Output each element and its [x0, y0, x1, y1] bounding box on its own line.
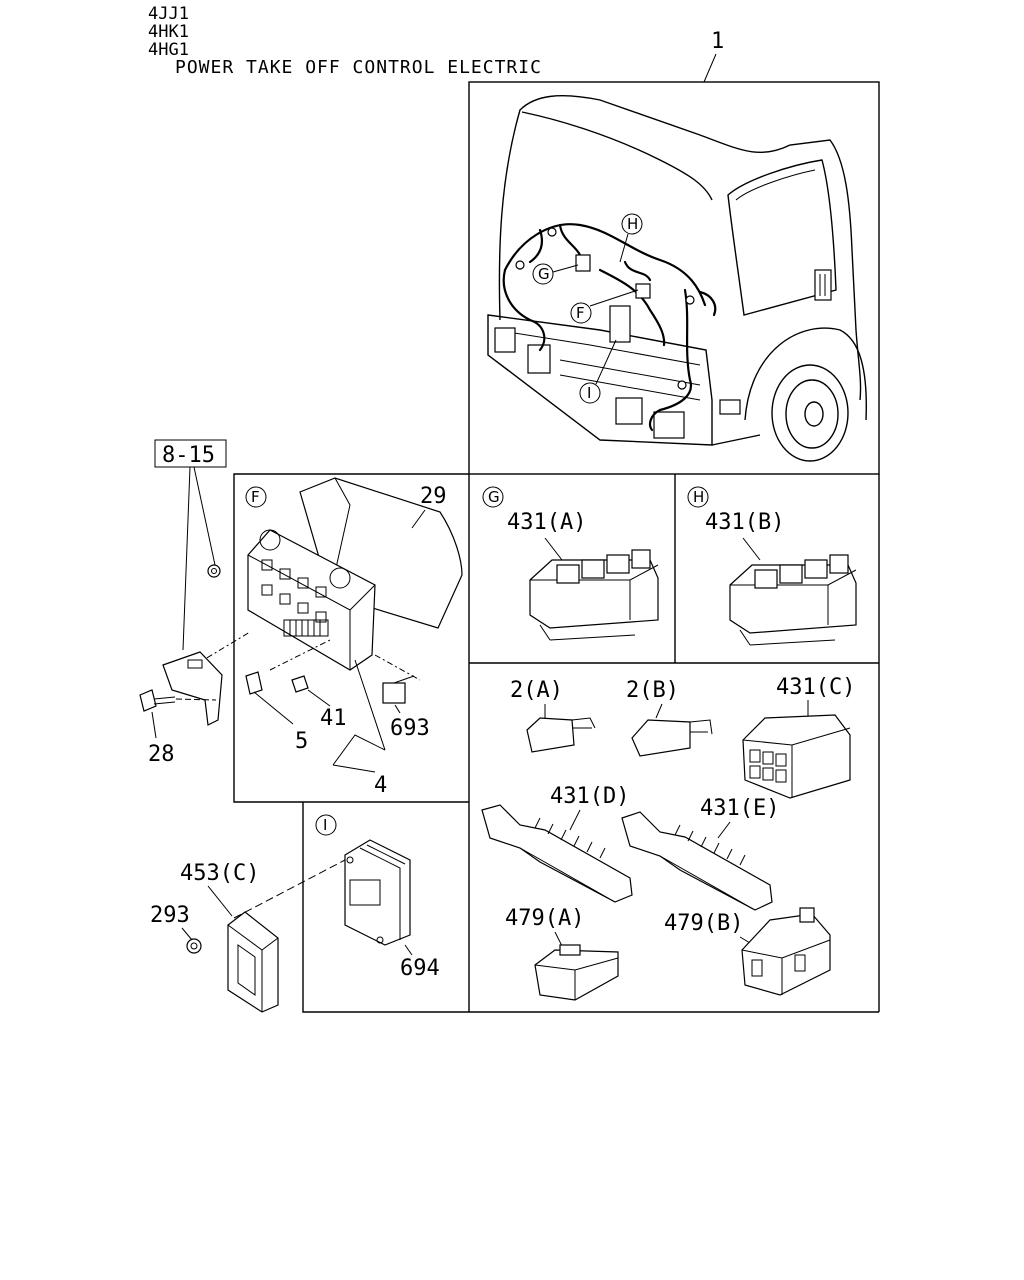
grille-line-1 [494, 329, 701, 366]
callout-1: 1 [711, 29, 724, 54]
foglamp-right-2 [653, 411, 685, 439]
callout-479b: 479(B) [664, 911, 743, 936]
connector-431e-body [621, 811, 773, 911]
callout-2b: 2(B) [626, 678, 679, 703]
truck-cab-illustration: H G F I [487, 95, 867, 462]
panel-f-frame [233, 473, 469, 803]
relay-2b [631, 719, 691, 757]
view-marker-i: I [587, 384, 591, 402]
ref-box-8-15 [154, 439, 227, 468]
callout-479a: 479(A) [505, 906, 584, 931]
callout-2a: 2(A) [510, 678, 563, 703]
harness-center-branch [598, 268, 666, 347]
panel-f-fuse-box: F 29 [194, 477, 463, 798]
wheel-hub [804, 401, 824, 427]
engine-model-1: 4JJ1 [148, 4, 189, 24]
callout-431a: 431(A) [507, 510, 586, 535]
engine-model-3: 4HG1 [148, 40, 189, 60]
panel-f-marker: F [251, 488, 260, 506]
callout-431d: 431(D) [550, 784, 629, 809]
fuse-box-f-location [635, 283, 651, 299]
part-693-relay [382, 682, 406, 704]
controller-453c-body [227, 911, 279, 1013]
callout-4: 4 [374, 773, 387, 798]
callout-693: 693 [390, 716, 430, 741]
callout-431c: 431(C) [776, 675, 855, 700]
wheel-tire [771, 364, 849, 462]
panel-i-controller: I 694 [315, 814, 440, 981]
callout-5: 5 [295, 729, 308, 754]
harness-right-branch [649, 288, 693, 432]
harness-left-branch [502, 268, 546, 352]
grille-line-3 [559, 374, 701, 401]
callout-453c: 453(C) [180, 861, 259, 886]
bracket-parts: 8-15 28 [139, 439, 227, 767]
callout-694: 694 [400, 956, 440, 981]
part-5-fuse [245, 671, 263, 695]
connector-479a-body [534, 949, 619, 1001]
panel-truck-overview [468, 81, 880, 475]
engine-model-2: 4HK1 [148, 22, 189, 42]
cab-roof-line [521, 111, 713, 201]
panel-i-frame [302, 802, 879, 1013]
connector-479b-body [741, 913, 831, 996]
nut [207, 564, 221, 578]
nut-293 [186, 938, 202, 954]
headlamp-left [494, 327, 516, 353]
callout-431b: 431(B) [705, 510, 784, 535]
wheel-rim [785, 379, 839, 449]
fuse-slots [261, 559, 329, 637]
callout-431e: 431(E) [700, 796, 779, 821]
foglamp-right-1 [615, 397, 643, 425]
connector-431d-body [481, 804, 633, 903]
view-marker-f: F [576, 304, 585, 322]
panel-h-connector: H 431(B) [687, 486, 857, 646]
wheel-arch [744, 327, 867, 421]
harness-main [503, 223, 707, 307]
view-marker-h: H [627, 215, 638, 233]
connector-431c-body [742, 714, 851, 799]
panel-frames [233, 81, 880, 1013]
callout-29: 29 [420, 484, 447, 509]
door-handle [814, 269, 832, 301]
connector-parts-panel: 2(A) 2(B) 431(C) 431(D) 4 [481, 675, 855, 1001]
bolt-head [139, 689, 157, 712]
side-marker [719, 399, 741, 415]
ref-label-8-15: 8-15 [162, 443, 215, 468]
callout-41: 41 [320, 706, 347, 731]
callout-293: 293 [150, 903, 190, 928]
cab-outline [498, 95, 862, 401]
mounting-bracket [162, 651, 223, 726]
panel-i-marker: I [323, 816, 327, 834]
grille-line-2 [559, 359, 701, 386]
headlamp-left-2 [527, 344, 551, 374]
controller-453c: 453(C) 293 [150, 859, 346, 1013]
relay-2a [526, 717, 575, 753]
controller-i-location [609, 305, 631, 343]
panel-g-marker: G [488, 488, 500, 506]
controller-694-body [344, 839, 411, 946]
door-window-inner [735, 169, 816, 201]
panel-h-marker: H [693, 488, 704, 506]
leader-1 [703, 53, 717, 83]
callout-28: 28 [148, 742, 175, 767]
panel-g-connector: G 431(A) [482, 486, 659, 641]
connector-g-location [575, 254, 591, 272]
view-marker-g: G [538, 265, 550, 283]
door-window [727, 159, 837, 316]
part-41-fuse [291, 675, 309, 693]
diagram-title: POWER TAKE OFF CONTROL ELECTRIC [175, 57, 542, 78]
